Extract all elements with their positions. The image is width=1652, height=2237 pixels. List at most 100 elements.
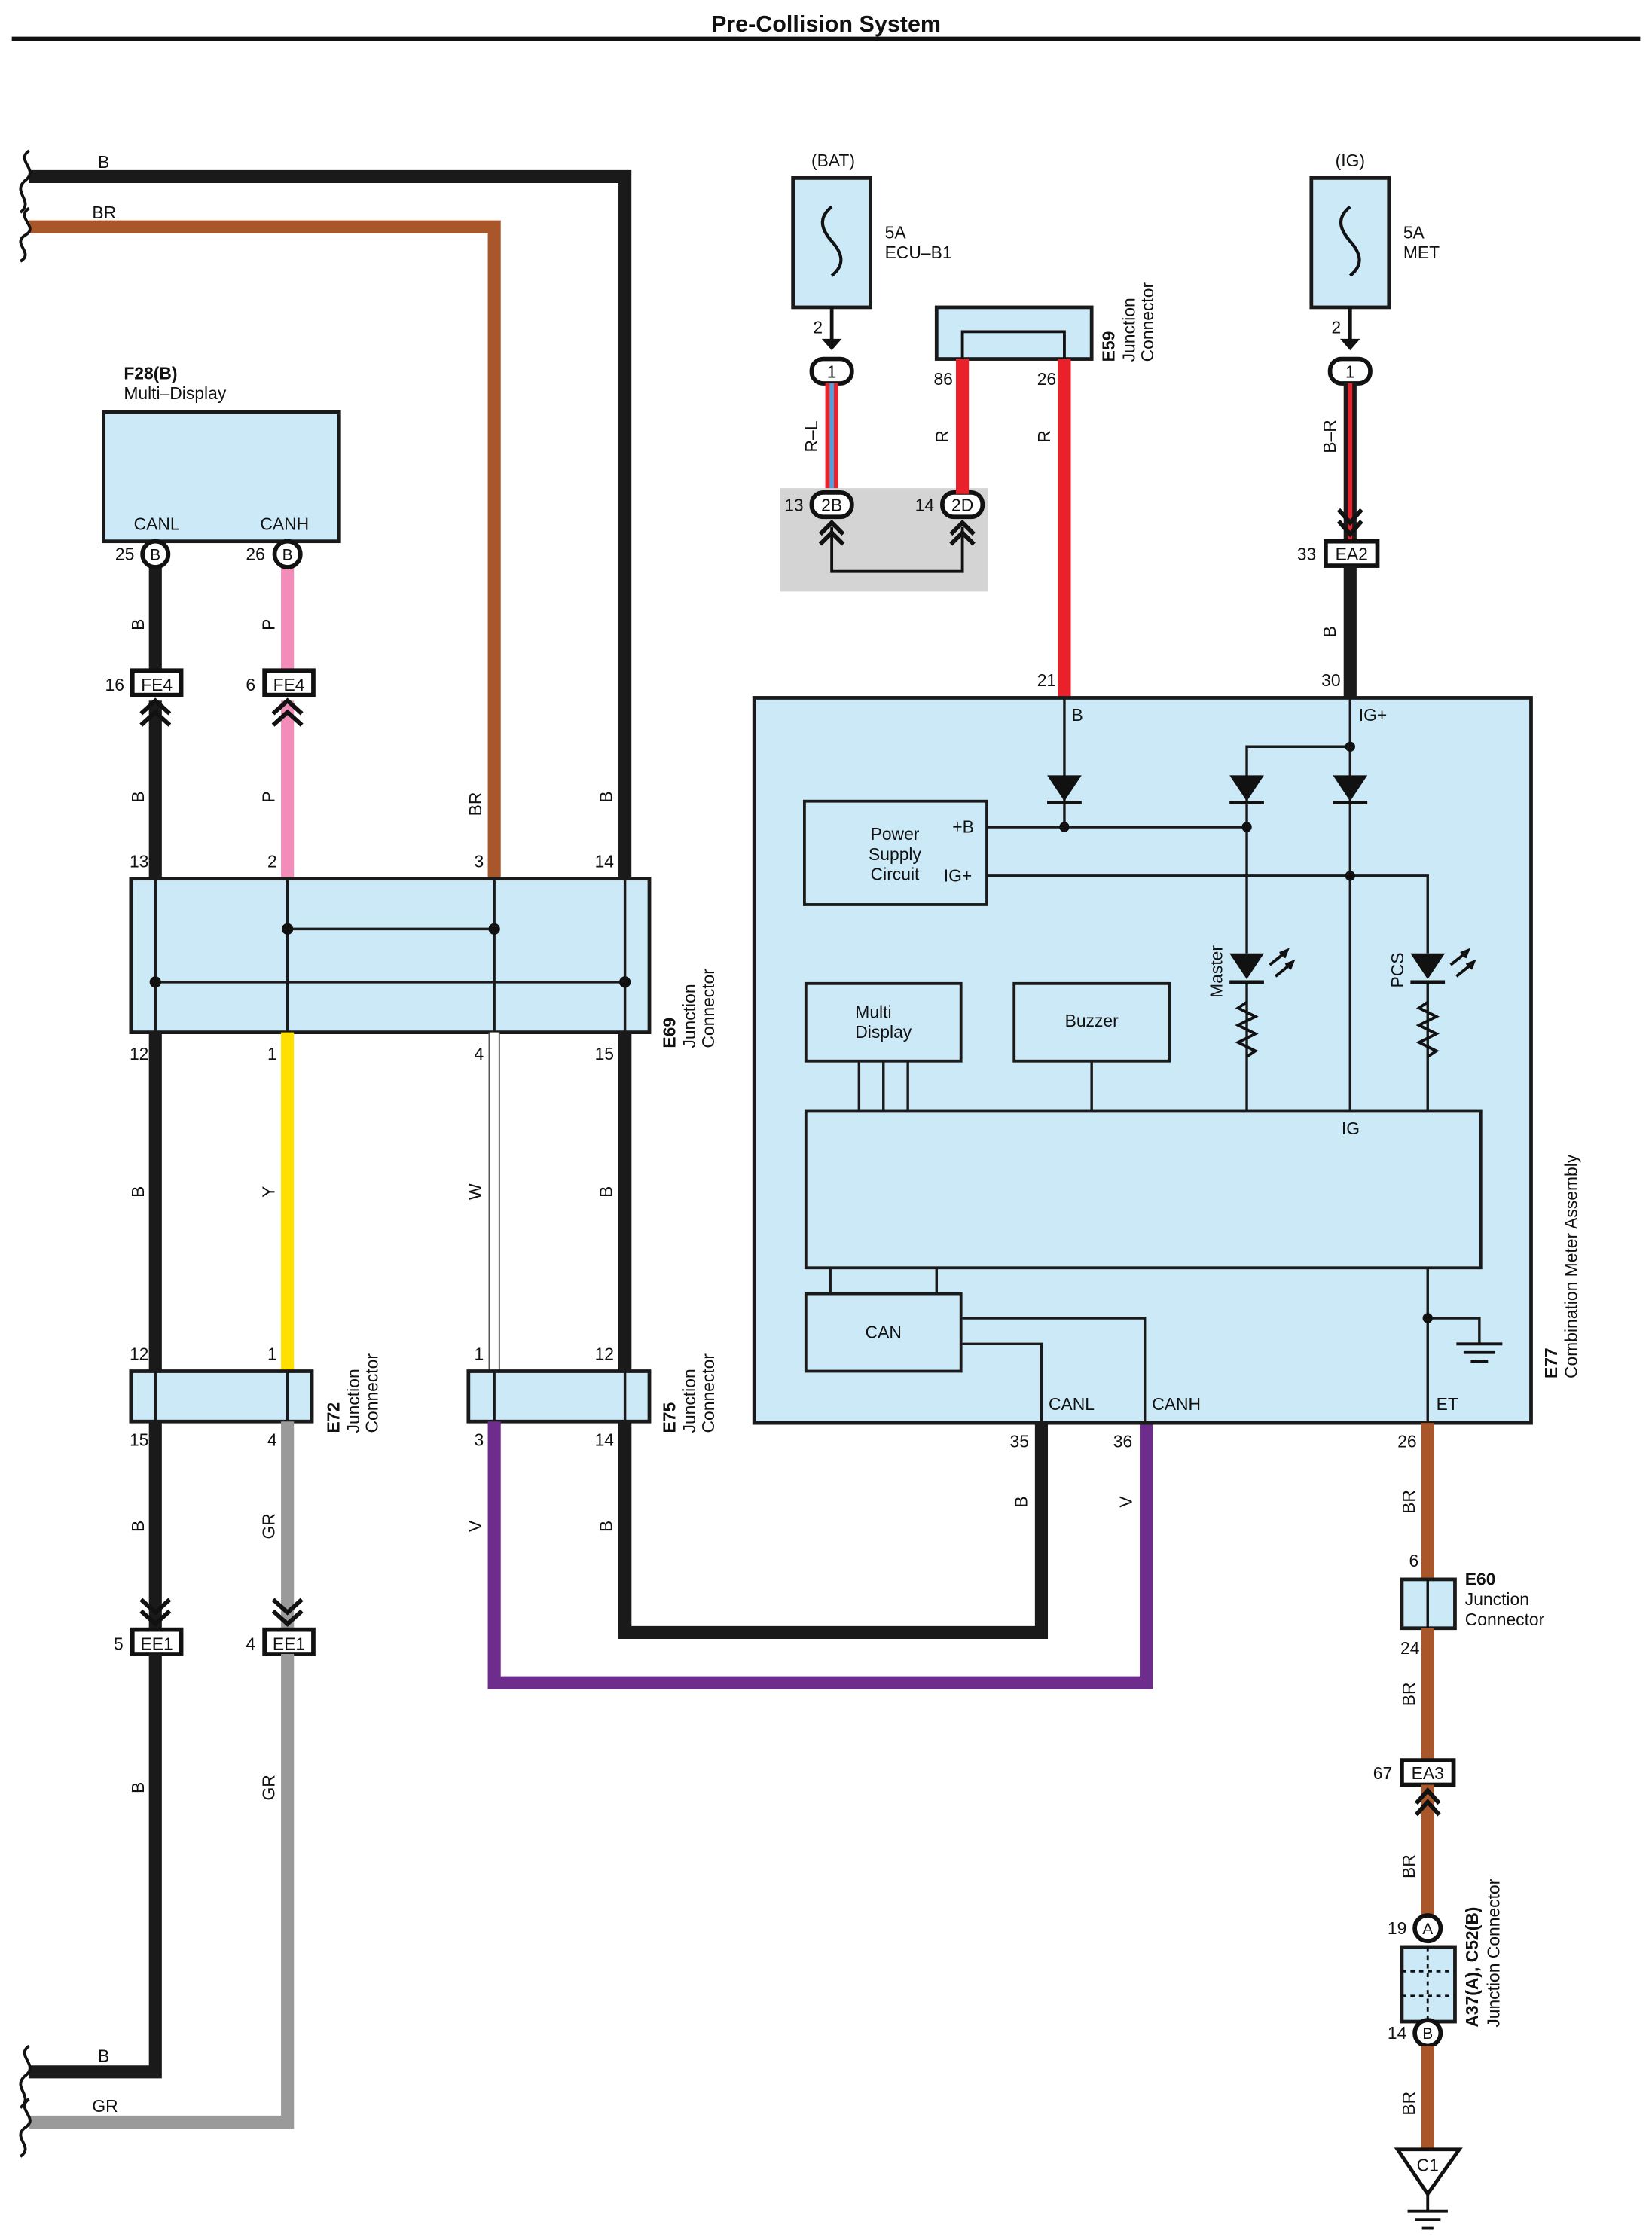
wire-label: R [1034,430,1054,443]
terminal-label: ET [1437,1394,1458,1414]
diode-icon [1333,775,1368,801]
pin-number: 21 [1037,670,1056,690]
light-emission-icon [1269,948,1296,978]
e75-id: E75 [659,1402,679,1433]
wire-label: P [258,791,278,802]
e69-desc: Junction [679,984,699,1048]
connector-chevron-icon [271,697,304,727]
multi-display-name: Multi–Display [124,383,226,403]
pin-number: 6 [246,675,255,694]
pin-number: 4 [474,1044,484,1064]
wire-label: R–L [802,421,821,453]
wire-label: BR [1399,1490,1418,1514]
e77-internal-wiring [829,699,1481,1424]
wire-label: Y [258,1186,278,1198]
wire-label: BR [1399,2092,1418,2116]
pin-number: 14 [915,496,935,515]
break-mark-icon [19,149,32,214]
pin-number: 14 [595,851,615,871]
ig-label: IG [1342,1118,1360,1138]
multi-display-box [102,410,341,544]
e75-internal-lines [493,1371,627,1422]
pin-number: 26 [246,544,264,563]
a37-id: A37(A), C52(B) [1462,1907,1482,2028]
junction-dot [1241,822,1252,832]
pin-number: 14 [1388,2023,1407,2043]
connector-chevron-icon [139,697,172,727]
pin-number: 1 [474,1344,484,1363]
break-mark-icon [19,2098,32,2158]
bat-block-link [830,526,964,573]
connector-label: EA3 [1412,1763,1444,1783]
e59-id: E59 [1099,331,1119,362]
pin-number: 13 [130,851,148,871]
pin-number: 4 [246,1634,255,1653]
pin-number: 15 [130,1430,148,1450]
page-title: Pre-Collision System [711,11,941,37]
wire-label: BR [466,792,485,816]
connector-label: 2B [821,496,842,515]
ground-point-icon [1394,2147,1463,2197]
multi-display-canh: CANH [260,514,309,533]
fuse-name: MET [1403,243,1440,262]
pin-number: 36 [1113,1432,1132,1451]
pin-letter: B [1422,2025,1433,2043]
terminal-label: IG+ [1359,705,1387,725]
pin-number: 3 [474,1430,484,1450]
wire-label: B [1320,626,1339,637]
pin-number: 25 [115,544,134,563]
wire-label: V [1116,1496,1136,1508]
e72-desc: Junction [344,1369,363,1433]
fuse-source: (IG) [1336,151,1365,170]
pin-number: 12 [130,1044,148,1064]
wire-label-top-br: BR [92,203,116,222]
diode-icon [1047,775,1082,801]
md-sub-label: Multi [855,1003,891,1022]
pin-number: 19 [1388,1918,1406,1938]
connector-label: EE1 [141,1634,173,1653]
e69-junction-box [129,877,652,1035]
connector-chevron-icon [139,1598,172,1627]
psc-label: Power [871,824,920,844]
multi-display-sub-box [804,981,963,1063]
e72-id: E72 [323,1402,343,1433]
e69-desc: Connector [698,969,718,1048]
master-label: Master [1207,945,1226,998]
e69-internal-lines [154,878,627,1033]
wire-label: B [128,1521,148,1532]
e60-desc: Junction [1465,1589,1529,1609]
terminal-label: CANH [1152,1394,1201,1414]
wire-label-bottom-b: B [98,2046,109,2065]
can-label: CAN [866,1323,902,1342]
pin-connector [1412,1913,1443,1944]
pin-number: 1 [267,1044,277,1064]
pin-number: 24 [1400,1638,1420,1658]
e75-junction-box [466,1369,652,1424]
fuse-name: ECU–B1 [885,243,952,262]
wire-label: B [128,791,148,802]
junction-dot [1422,1313,1433,1323]
md-sub-label: Display [855,1022,912,1042]
resistor-icon [1415,1001,1440,1058]
wire-label: GR [258,1775,278,1800]
connector-label: EA2 [1336,544,1368,563]
wire-b-canl-loop [618,1421,1049,1640]
ground-icon [1456,1342,1503,1363]
fe4-connector [130,668,184,697]
pin-number: 16 [105,675,124,694]
arrow-icon [821,338,842,351]
pin-number: 2 [813,317,823,337]
arrow-icon [1339,338,1360,351]
pin-number: 2 [1332,317,1342,337]
e69-id: E69 [659,1018,679,1048]
fuse-amps: 5A [1403,222,1425,242]
e59-desc: Connector [1137,282,1157,362]
pin-number: 26 [1037,369,1056,389]
pin-connector [272,539,303,569]
meter-cpu-box [804,1109,1483,1270]
connector-chevron-icon [949,519,976,546]
wire-label: W [466,1183,485,1200]
power-supply-circuit-box [802,799,988,906]
pin-number: 35 [1010,1432,1029,1451]
break-mark-icon [19,2044,32,2109]
